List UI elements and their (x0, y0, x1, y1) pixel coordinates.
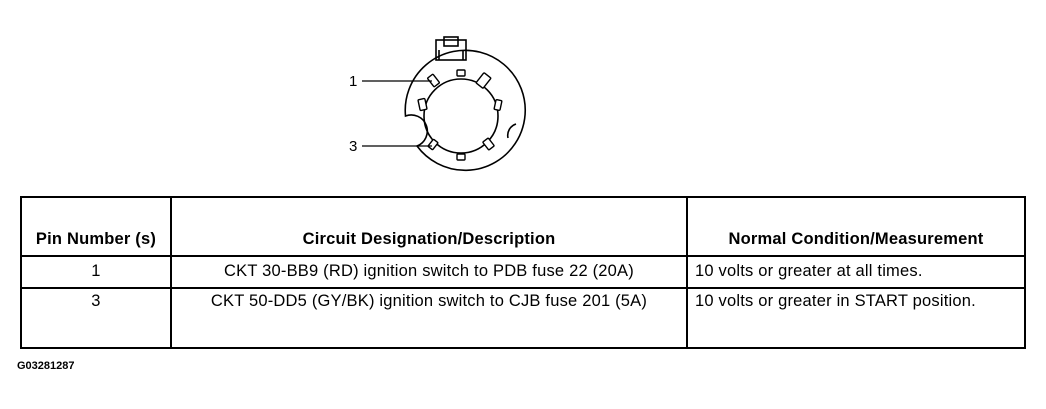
figure-id: G03281287 (17, 360, 75, 372)
terminal-cavity-1 (427, 73, 440, 88)
header-pin-number: Pin Number (s) (20, 196, 172, 257)
cell-pin: 3 (20, 287, 172, 349)
locking-tab-latch (443, 36, 459, 47)
pin-label-3: 3 (349, 138, 358, 155)
terminal-cavity-upper-right (475, 72, 492, 89)
terminal-cavity-lower-right (482, 137, 495, 151)
header-circuit-designation: Circuit Designation/Description (170, 196, 688, 257)
cell-circuit: CKT 50-DD5 (GY/BK) ignition switch to CJ… (170, 287, 688, 349)
pin-specification-table: Pin Number (s) Circuit Designation/Descr… (20, 196, 1026, 349)
terminal-cavity-right (493, 98, 503, 112)
table-header-row: Pin Number (s) Circuit Designation/Descr… (20, 196, 1026, 257)
connector-inner-bore (423, 78, 499, 154)
cell-pin: 1 (20, 254, 172, 290)
table-row: 1 CKT 30-BB9 (RD) ignition switch to PDB… (20, 254, 1026, 290)
cell-condition: 10 volts or greater in START position. (686, 287, 1026, 349)
terminal-cavity-3 (427, 138, 439, 151)
table-row: 3 CKT 50-DD5 (GY/BK) ignition switch to … (20, 287, 1026, 349)
terminal-cavity-left (417, 97, 428, 112)
terminal-cavity-top (456, 69, 466, 77)
cell-condition: 10 volts or greater at all times. (686, 254, 1026, 290)
connector-detent (506, 123, 517, 139)
cell-circuit: CKT 30-BB9 (RD) ignition switch to PDB f… (170, 254, 688, 290)
connector-face-drawing (362, 36, 526, 172)
terminal-cavity-bottom (456, 153, 466, 161)
header-normal-condition: Normal Condition/Measurement (686, 196, 1026, 257)
pin-label-1: 1 (349, 73, 358, 90)
connector-outer-body (404, 49, 526, 172)
